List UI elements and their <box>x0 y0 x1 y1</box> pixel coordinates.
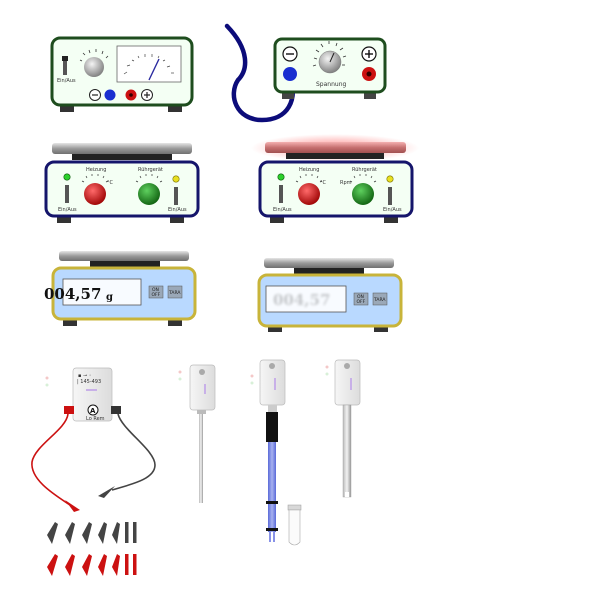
scale-right-tara-button[interactable]: TARA <box>372 292 388 306</box>
hotplate-right-stirrer-label: Rührgerät <box>352 167 377 173</box>
black-clips-row[interactable] <box>47 522 137 544</box>
hotplate-left-body <box>44 160 200 218</box>
hotplate-right-right-label: Ein/Aus <box>383 207 402 213</box>
hotplate-right-switch[interactable] <box>279 185 283 203</box>
minus-terminal[interactable] <box>89 89 101 101</box>
red-terminal[interactable] <box>125 89 137 101</box>
conductivity-probe[interactable] <box>342 404 352 498</box>
hotplate-left-unit: °C <box>107 180 114 186</box>
power-knob[interactable] <box>79 49 109 77</box>
scale-left-tara-button[interactable]: TARA <box>167 285 183 299</box>
hotplate-left: Ein/Aus Heizung Rührgerät °C Ein/Aus <box>44 143 200 223</box>
scale-right-reading: 004,57 <box>273 291 330 309</box>
hotplate-right-unit: °C <box>320 180 327 186</box>
scale-left-display <box>62 278 142 306</box>
power-supply-label: Ein/Aus <box>57 78 76 84</box>
hotplate-left-heat-knob[interactable] <box>81 174 109 205</box>
scale-left-unit: g <box>106 292 113 303</box>
hotplate-left-plate <box>52 143 192 154</box>
analog-meter <box>116 45 182 83</box>
voltage-red-terminal[interactable] <box>362 67 376 81</box>
scale-left-tara-label: TARA <box>168 290 181 296</box>
ammeter-body <box>72 367 113 422</box>
temperature-sensor <box>178 364 216 503</box>
hotplate-left-green-led <box>63 173 71 181</box>
scale-left-pan <box>59 251 189 261</box>
svg-text:OFF: OFF <box>357 299 366 305</box>
hotplate-right-heat-knob[interactable] <box>295 174 323 205</box>
ammeter-sensor: ▪ ⊸ ◦ | 145-493 A Lo Rem <box>31 367 156 512</box>
voltage-source: Spannung <box>273 37 387 99</box>
ammeter-label-bottom: Lo Rem <box>86 416 105 422</box>
svg-text:ON: ON <box>152 287 159 293</box>
meter-needle <box>148 58 160 81</box>
svg-text:OFF: OFF <box>152 292 161 298</box>
temperature-probe[interactable] <box>199 414 203 503</box>
red-lead[interactable] <box>31 413 71 506</box>
hotplate-left-right-label: Ein/Aus <box>168 207 187 213</box>
conductivity-sensor <box>325 359 361 498</box>
scale-left: 004,57 g ON OFF TARA <box>44 251 197 326</box>
svg-text:A: A <box>90 407 96 415</box>
hotplate-right-left-label: Ein/Aus <box>273 207 292 213</box>
hotplate-right-stir-knob[interactable] <box>349 174 377 205</box>
voltage-knob[interactable] <box>312 41 347 74</box>
hotplate-right-stir-switch[interactable] <box>388 187 392 205</box>
scale-right-display <box>265 285 347 313</box>
hotplate-right-temp-label: Rpm <box>340 180 352 186</box>
hotplate-right-green-led <box>277 173 285 181</box>
scale-left-reading: 004,57 <box>44 285 101 303</box>
red-clips-row[interactable] <box>47 554 137 576</box>
hotplate-left-heating-label: Heizung <box>86 167 106 173</box>
ammeter-label-top: | 145-493 <box>77 379 101 385</box>
voltage-minus-button[interactable] <box>282 46 298 62</box>
scale-left-onoff-button[interactable]: ON OFF <box>148 285 164 299</box>
hotplate-right-heating-label: Heizung <box>299 167 319 173</box>
ammeter-a-symbol <box>87 404 99 416</box>
power-switch[interactable] <box>63 58 67 75</box>
scale-right-onoff-button[interactable]: ON OFF <box>353 292 369 306</box>
hotplate-left-yellow-led <box>172 175 180 183</box>
scale-right-pan <box>264 258 394 268</box>
svg-text:▪ ⊸ ◦: ▪ ⊸ ◦ <box>78 373 92 379</box>
blue-terminal[interactable] <box>104 89 116 101</box>
scale-right: 004,57 ON OFF TARA <box>257 258 403 332</box>
hotplate-right-yellow-led <box>386 175 394 183</box>
hotplate-left-left-label: Ein/Aus <box>58 207 77 213</box>
hotplate-right-plate <box>265 142 406 153</box>
voltage-plus-button[interactable] <box>361 46 377 62</box>
hotplate-right-body <box>258 160 414 218</box>
hotplate-left-stir-knob[interactable] <box>135 174 163 205</box>
ph-probe[interactable] <box>268 442 276 532</box>
ph-sensor <box>250 359 302 546</box>
voltage-blue-terminal[interactable] <box>283 67 297 81</box>
svg-text:ON: ON <box>357 294 364 300</box>
voltage-source-label: Spannung <box>316 81 347 88</box>
hotplate-left-switch[interactable] <box>65 185 69 203</box>
hotplate-right: Ein/Aus Heizung Rührgerät °C Rpm Ein/Aus <box>251 134 419 223</box>
plus-terminal[interactable] <box>141 89 153 101</box>
hotplate-left-stir-switch[interactable] <box>174 187 178 205</box>
power-supply: Ein/Aus <box>50 36 194 112</box>
black-lead[interactable] <box>111 413 156 491</box>
connecting-cable[interactable] <box>224 23 295 123</box>
scale-right-tara-label: TARA <box>373 297 386 303</box>
hotplate-left-stirrer-label: Rührgerät <box>138 167 163 173</box>
ph-storage-vial[interactable] <box>287 504 302 546</box>
